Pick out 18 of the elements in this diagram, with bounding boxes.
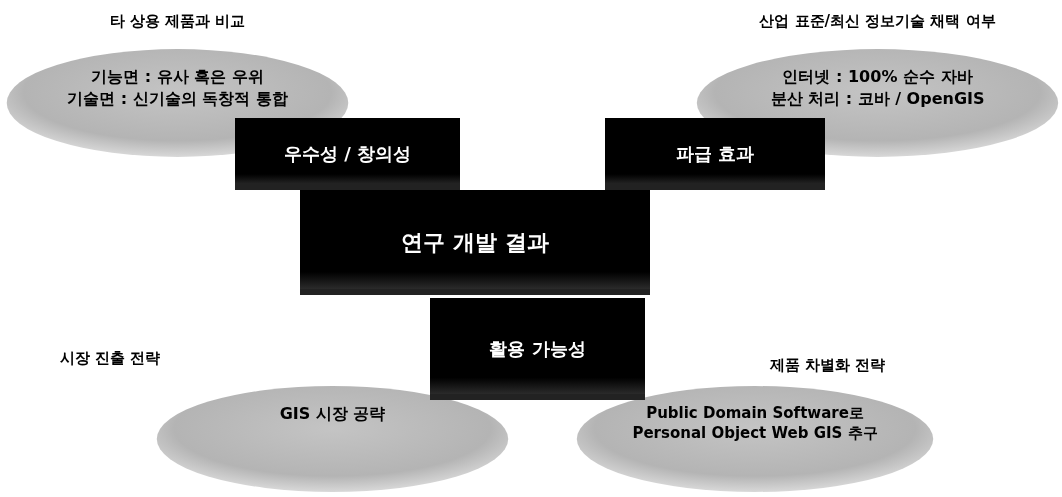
block-box: [300, 190, 650, 295]
block-box: [430, 298, 645, 400]
ellipse-text: 기술면 : 신기술의 독창적 통합: [66, 87, 289, 110]
block-box: [605, 118, 825, 190]
heading: 타 상용 제품과 비교: [108, 12, 247, 31]
ellipse-text: 인터넷 : 100% 순수 자바: [781, 66, 974, 88]
heading: 산업 표준/최신 정보기술 채택 여부: [758, 12, 997, 31]
block-label: 우수성 / 창의성: [283, 142, 412, 166]
ellipse-text: 기능면 : 유사 혹은 우위: [90, 66, 265, 88]
block-label: 파급 효과: [675, 142, 755, 166]
block-label: 연구 개발 결과: [401, 228, 549, 257]
ellipse-text: 분산 처리 : 코바 / OpenGIS: [769, 87, 986, 110]
block-label: 활용 가능성: [489, 337, 586, 361]
heading: 시장 진출 전략: [60, 349, 161, 368]
heading: 제품 차별화 전략: [770, 356, 886, 375]
block-box: [235, 118, 460, 190]
ellipse-text: GIS 시장 공략: [278, 403, 387, 425]
ellipse-text: Public Domain Software로 Personal Object Web GIS 추구: [631, 403, 879, 444]
